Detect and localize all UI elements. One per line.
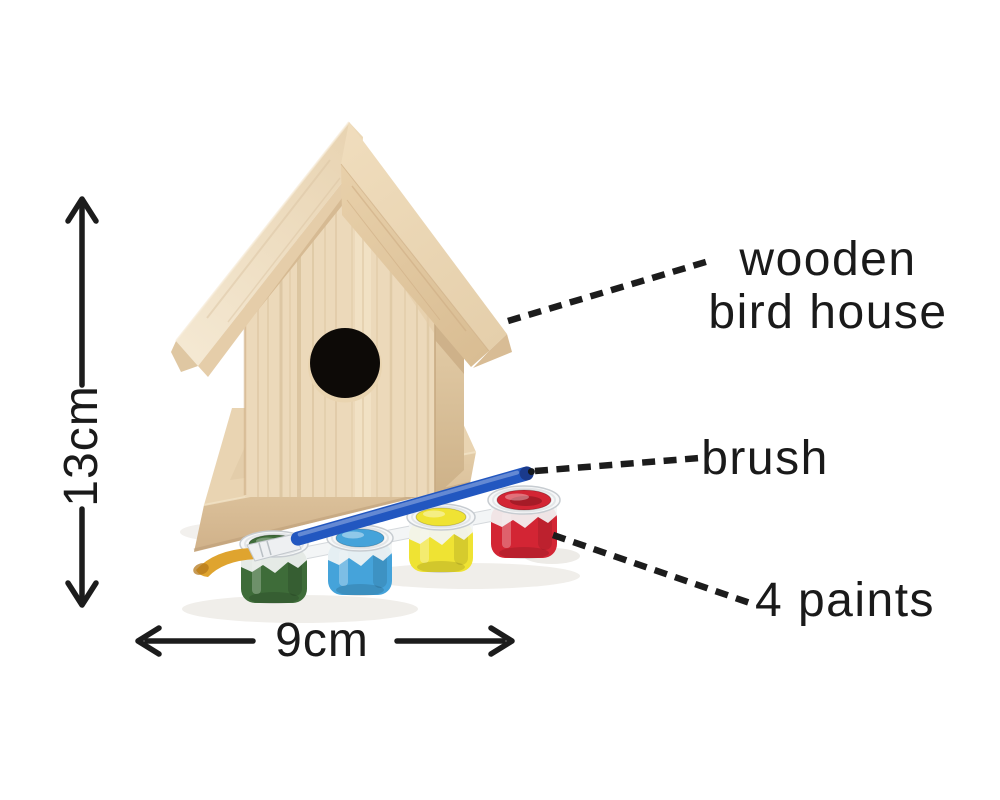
- arrowhead-up-icon: [65, 196, 99, 224]
- brush-bristles: [196, 548, 258, 577]
- dimension-height-label: 13cm: [55, 385, 108, 507]
- paint-brush: [193, 466, 535, 577]
- dimension-height-arrow: [65, 196, 99, 608]
- label-4-paints: 4 paints: [754, 574, 936, 627]
- roof-left-grain: [206, 159, 341, 323]
- paint-pot-yellow: [406, 503, 476, 573]
- label-wooden-bird-house: wooden bird house: [663, 233, 993, 339]
- roof-right-grain: [346, 185, 467, 332]
- leader-paints: [551, 531, 752, 607]
- label-brush: brush: [701, 432, 829, 485]
- dimension-width-arrow: [135, 625, 515, 657]
- roof-left-tip: [171, 341, 198, 372]
- birdhouse: [171, 121, 512, 497]
- label-wooden-bird-house-line2: bird house: [708, 286, 948, 339]
- label-wooden-bird-house-line1: wooden: [739, 233, 917, 286]
- roof-right-tip: [473, 334, 512, 368]
- arrowhead-down-icon: [65, 580, 99, 608]
- arrowhead-right-icon: [488, 625, 515, 657]
- leader-birdhouse: [507, 257, 710, 325]
- side-wall-roof-shadow: [435, 324, 464, 374]
- dimension-width-label: 9cm: [275, 614, 369, 667]
- paint-pot-red: [487, 485, 561, 559]
- leader-brush: [534, 454, 701, 475]
- brush-ferrule: [246, 533, 302, 562]
- side-wall: [435, 322, 464, 497]
- brush-handle: [290, 466, 532, 546]
- roof: [171, 121, 512, 377]
- arrowhead-left-icon: [135, 625, 162, 657]
- roof-right-slope: [341, 122, 507, 351]
- entry-hole: [310, 328, 380, 398]
- roof-left-fascia: [198, 170, 354, 377]
- leader-lines: [507, 257, 752, 607]
- paint-pot-blue: [326, 524, 394, 596]
